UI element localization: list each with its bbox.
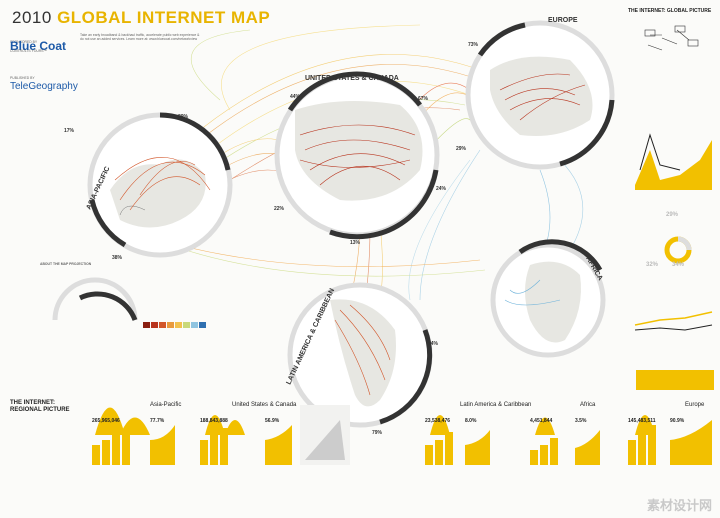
svg-text:39%: 39%	[178, 114, 189, 120]
sponsor-block: SPONSORED BY Blue Coat CONTROL IS YOURS™…	[10, 39, 78, 93]
legend-colors	[143, 322, 206, 328]
svg-text:38%: 38%	[112, 255, 123, 261]
svg-text:24%: 24%	[436, 186, 447, 192]
svg-text:17%: 17%	[64, 128, 75, 134]
svg-text:67%: 67%	[418, 96, 429, 102]
regional-picture-title: THE INTERNET: REGIONAL PICTURE	[10, 400, 70, 413]
svg-text:79%: 79%	[372, 430, 383, 436]
asia-pacific-circle: ASIA-PACIFIC 39% 17% 38%	[64, 112, 233, 261]
svg-text:14%: 14%	[428, 341, 439, 347]
legend-title: ABOUT THE MAP PROJECTION	[40, 262, 92, 266]
svg-text:13%: 13%	[350, 240, 361, 246]
africa-circle: AFRICA	[490, 239, 606, 358]
svg-text:29%: 29%	[456, 146, 467, 152]
side-panel-title: THE INTERNET: GLOBAL PICTURE	[628, 8, 712, 14]
svg-text:44%: 44%	[290, 94, 301, 100]
intro-text: Take an early broadband & backhaul traff…	[80, 33, 200, 42]
bottom-charts	[92, 405, 712, 465]
side-charts	[634, 25, 714, 390]
svg-text:UNITED STATES & CANADA: UNITED STATES & CANADA	[305, 75, 399, 82]
telegeography-logo: TeleGeography	[10, 81, 78, 93]
svg-text:73%: 73%	[468, 42, 479, 48]
us-canada-circle: UNITED STATES & CANADA 44% 67% 22% 24% 1…	[274, 71, 447, 246]
europe-circle: EUROPE 73% 29%	[456, 17, 615, 170]
latin-america-circle: LATIN AMERICA & CARIBBEAN 14% 79%	[285, 282, 439, 436]
svg-text:22%: 22%	[274, 206, 285, 212]
watermark: 素材设计网	[646, 498, 712, 513]
svg-text:EUROPE: EUROPE	[548, 17, 578, 24]
poster-title: 2010 GLOBAL INTERNET MAP	[12, 8, 271, 27]
